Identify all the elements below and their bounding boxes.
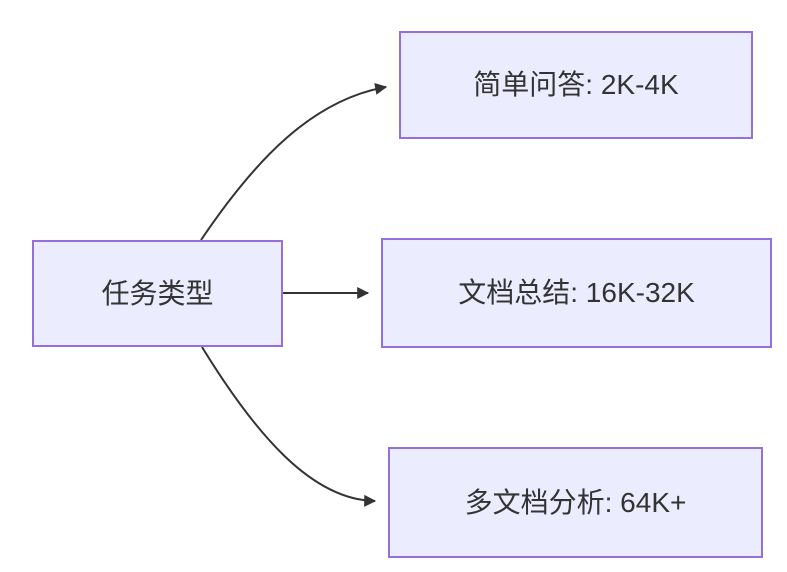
edge-root-to-bottom — [201, 346, 377, 507]
node-multi-doc-analysis: 多文档分析: 64K+ — [388, 447, 763, 558]
node-doc-summary-label: 文档总结: 16K-32K — [458, 277, 695, 309]
edge-root-to-top — [200, 82, 388, 241]
node-task-type-label: 任务类型 — [101, 277, 214, 309]
node-task-type: 任务类型 — [32, 240, 283, 347]
node-simple-qa-label: 简单问答: 2K-4K — [473, 69, 679, 101]
node-doc-summary: 文档总结: 16K-32K — [381, 238, 772, 348]
node-multi-doc-analysis-label: 多文档分析: 64K+ — [464, 486, 687, 518]
node-simple-qa: 简单问答: 2K-4K — [399, 31, 753, 139]
